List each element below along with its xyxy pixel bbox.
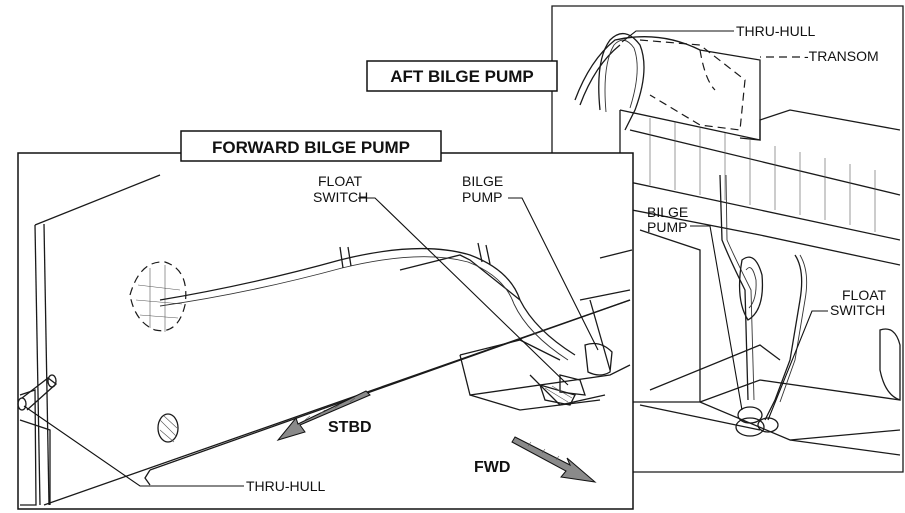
forward-thru-hull-fitting	[17, 374, 58, 411]
forward-panel-title-box	[180, 130, 442, 162]
forward-thru-hull-label: THRU-HULL	[246, 478, 326, 494]
forward-bilge-pump-leader	[508, 197, 599, 351]
forward-bilge-pump-label-1: BILGE	[462, 173, 503, 189]
aft-transom-label: -TRANSOM	[804, 48, 879, 64]
forward-float-switch-label-1: FLOAT	[318, 173, 363, 189]
forward-bilge-pump-label-2: PUMP	[462, 189, 502, 205]
stbd-label: STBD	[328, 419, 372, 436]
forward-float-switch-leader	[358, 197, 569, 386]
stbd-direction-arrow	[276, 390, 371, 441]
aft-bilge-pump-panel: AFT BILGE PUMP THRU-HULL -TRANSOM BILGE …	[366, 5, 904, 473]
aft-bilge-pump-label-2: PUMP	[647, 219, 687, 235]
deck-plate	[157, 413, 179, 443]
forward-panel-title: FORWARD BILGE PUMP	[212, 138, 410, 157]
aft-bilge-pump-leader	[690, 225, 743, 411]
forward-bilge-pump-panel: FORWARD BILGE PUMP FLOAT SWITCH BILGE PU…	[17, 130, 634, 510]
aft-float-switch-leader	[767, 310, 828, 421]
fwd-direction-arrow	[511, 436, 597, 483]
aft-thru-hull-leader	[621, 30, 734, 43]
round-inspection-hatch	[129, 261, 187, 332]
aft-bilge-pump-label-1: BILGE	[647, 204, 688, 220]
fwd-label: FWD	[474, 459, 510, 476]
aft-float-switch-label-1: FLOAT	[842, 287, 887, 303]
aft-float-switch-label-2: SWITCH	[830, 302, 885, 318]
aft-thru-hull-label: THRU-HULL	[736, 23, 816, 39]
aft-panel-title-box	[366, 60, 558, 92]
forward-thru-hull-leader	[23, 405, 244, 487]
aft-panel-title: AFT BILGE PUMP	[390, 67, 534, 86]
forward-float-switch-label-2: SWITCH	[313, 189, 368, 205]
